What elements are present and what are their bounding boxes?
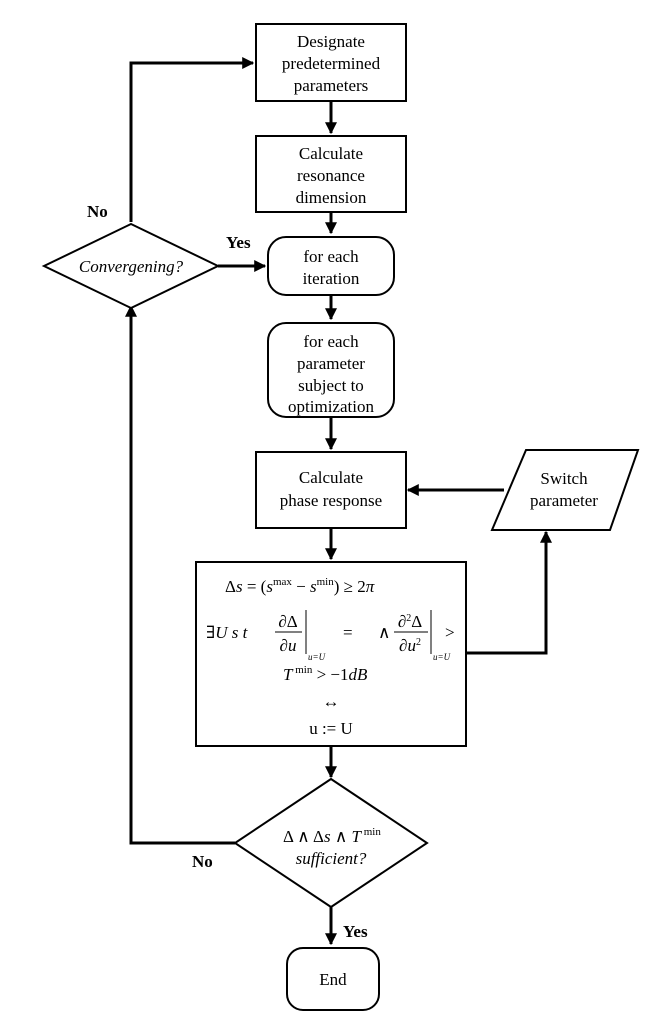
svg-text:>: >	[445, 623, 455, 642]
resonance-line-2: resonance	[297, 166, 365, 185]
label-converging-yes: Yes	[226, 233, 251, 252]
sufficient-line-1: Δ ∧ Δs ∧ T min	[283, 826, 381, 846]
node-sufficient-decision: Δ ∧ Δs ∧ T min sufficient?	[233, 777, 429, 909]
svg-text:∂u: ∂u	[280, 636, 297, 655]
end-label: End	[319, 970, 347, 989]
iteration-line-2: iteration	[303, 269, 360, 288]
resonance-line-1: Calculate	[299, 144, 363, 163]
svg-text:∂Δ: ∂Δ	[278, 612, 297, 631]
node-switch-parameter: Switch parameter	[490, 449, 640, 531]
label-sufficient-no: No	[192, 852, 213, 871]
node-conditions-box: Δs = (smax − smin) ≥ 2π ∃U s t ∂Δ ∂u u=U…	[195, 561, 467, 747]
label-converging-no: No	[87, 202, 108, 221]
resonance-line-3: dimension	[296, 188, 367, 207]
parameter-line-3: subject to	[298, 376, 364, 395]
switch-line-2: parameter	[530, 491, 598, 510]
edges	[125, 57, 552, 946]
node-calculate-phase-response: Calculate phase response	[255, 451, 407, 529]
phase-line-2: phase response	[280, 491, 382, 510]
designate-line-1: Designate	[297, 32, 365, 51]
iteration-line-1: for each	[303, 247, 359, 266]
svg-text:u=U: u=U	[433, 652, 451, 662]
condition-line-5: u := U	[309, 719, 353, 738]
svg-text:∃U s t: ∃U s t	[206, 623, 249, 642]
node-for-each-parameter: for each parameter subject to optimizati…	[267, 322, 395, 418]
converging-label: Convergening?	[79, 257, 184, 276]
condition-line-1: Δs = (smax − smin) ≥ 2π	[225, 576, 375, 596]
designate-line-3: parameters	[294, 76, 369, 95]
svg-text:u=U: u=U	[308, 652, 326, 662]
label-sufficient-yes: Yes	[343, 922, 368, 941]
edge-sufficient-no-loop	[125, 304, 235, 845]
node-for-each-iteration: for each iteration	[267, 236, 395, 296]
parameter-line-1: for each	[303, 332, 359, 351]
condition-line-4: ↔	[323, 692, 340, 711]
designate-line-2: predetermined	[282, 54, 381, 73]
node-calculate-resonance: Calculate resonance dimension	[255, 135, 407, 213]
switch-line-1: Switch	[540, 469, 588, 488]
svg-text:=: =	[343, 623, 353, 642]
edge-conditions-to-switch	[467, 530, 552, 655]
node-end: End	[286, 947, 380, 1011]
node-designate-parameters: Designate predetermined parameters	[255, 23, 407, 102]
svg-text:∂2Δ: ∂2Δ	[398, 612, 422, 631]
parameter-line-2: parameter	[297, 354, 365, 373]
svg-text:∧: ∧	[378, 623, 390, 642]
node-converging-decision: Convergening?	[41, 222, 221, 310]
svg-text:∂u2: ∂u2	[399, 636, 421, 655]
condition-line-2: ∃U s t ∂Δ ∂u u=U = ∧ ∂2Δ ∂u2 u=U >	[206, 610, 455, 662]
condition-line-3: T min > −1dB	[283, 664, 368, 684]
parameter-line-4: optimization	[288, 397, 374, 416]
edge-converging-no-loop	[129, 57, 255, 222]
sufficient-line-2: sufficient?	[296, 849, 367, 868]
phase-line-1: Calculate	[299, 468, 363, 487]
